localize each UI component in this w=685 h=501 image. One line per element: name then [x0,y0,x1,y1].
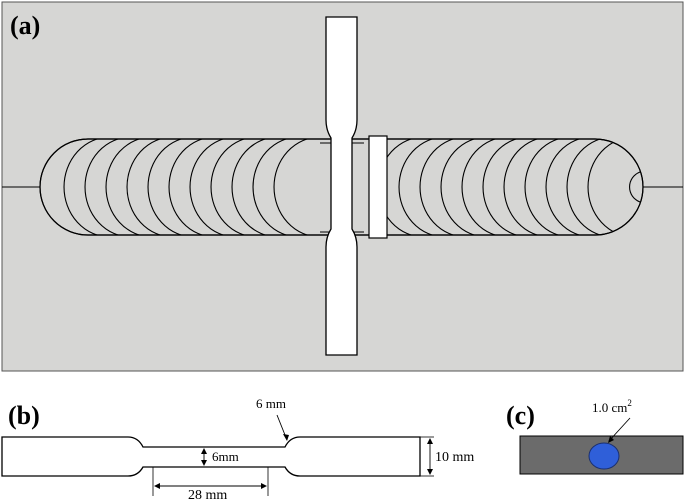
weld-area-ellipse [588,442,620,470]
radius-arrowhead [283,434,289,441]
panel-a-label: (a) [10,11,40,40]
area-label: 1.0 cm2 [592,398,632,415]
weld-ripple-left-2 [105,139,153,235]
panel-b-label: (b) [8,401,40,430]
weld-ripple-left-7 [210,139,258,235]
weld-ripple-left-9 [252,139,300,235]
gauge-width-arrowhead-top [201,448,207,454]
total-width-arrowhead-bottom [427,469,433,475]
gauge-length-arrowhead-left [154,483,160,489]
total-width-arrowhead-top [427,438,433,444]
weld-ripple-left-0 [63,139,111,235]
side-coupon [368,135,388,239]
panel-a: (a) [1,1,684,372]
panel-b: (b) 6 mm 6mm 10 mm 28 mm [1,396,474,501]
panel-c: (c) 1.0 cm2 [506,398,684,475]
weld-ripple-right-4 [461,139,509,235]
area-arrowhead [608,436,614,443]
panel-c-label: (c) [506,401,535,430]
gauge-length-label: 28 mm [188,488,227,501]
dogbone-specimen [1,436,421,477]
weld-ripple-right-5 [482,139,530,235]
weld-ripple-left-4 [147,139,195,235]
total-width-label: 10 mm [435,450,474,465]
weld-ripple-right-3 [440,139,488,235]
weld-ripple-right-2 [419,139,467,235]
weld-ripple-left-3 [126,139,174,235]
weld-ripple-right-8 [545,139,593,235]
weld-ripple-left-8 [231,139,279,235]
weld-ripple-right-6 [503,139,551,235]
weld-ripple-left-5 [168,139,216,235]
weld-ripple-left-10 [273,139,321,235]
tensile-specimen [325,16,358,356]
gauge-width-arrowhead-bottom [201,460,207,466]
weld-ripple-left-1 [84,139,132,235]
radius-dim-label: 6 mm [256,396,286,411]
weld-ripple-right-7 [524,139,572,235]
gauge-length-arrowhead-right [261,483,267,489]
weld-ripple-left-6 [189,139,237,235]
weld-ripple-right-9 [566,139,614,235]
weld-ripple-end [629,171,641,203]
weld-ripple-right-1 [398,139,446,235]
gauge-width-label: 6mm [212,449,239,464]
area-leader [608,417,631,442]
